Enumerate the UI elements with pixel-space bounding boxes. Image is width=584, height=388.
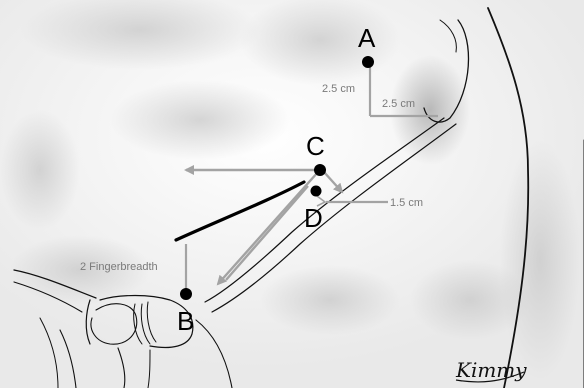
a-horizontal-measure-label: 2.5 cm — [382, 98, 415, 110]
point-d-dot — [311, 186, 322, 197]
point-b-dot — [180, 288, 192, 300]
point-c-label: C — [306, 131, 325, 161]
point-c-dot — [314, 164, 326, 176]
artist-signature: Kimmy — [455, 358, 527, 382]
point-a-dot — [362, 56, 374, 68]
b-offset-label: 2 Fingerbreadth — [80, 261, 158, 273]
a-vertical-measure-label: 2.5 cm — [322, 83, 355, 95]
point-a-label: A — [358, 23, 376, 53]
point-d-label: D — [304, 203, 323, 233]
d-offset-label: 1.5 cm — [390, 197, 423, 209]
point-b-label: B — [177, 306, 194, 336]
